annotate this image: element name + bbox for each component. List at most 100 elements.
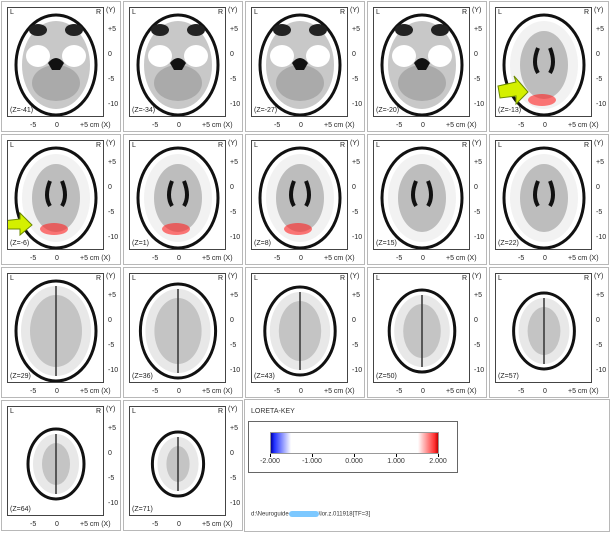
path-suffix: \lor.z.011918[TF=3] [318,511,371,518]
brain-slice-image [380,146,464,249]
brain-slice-image [150,430,206,498]
z-label: (Z=57) [498,373,519,380]
y-axis-label: (Y) [594,7,604,14]
x-tick: -5 [30,255,37,262]
y-tick: +5 [108,292,116,299]
x-tick: 0 [421,388,425,395]
slice-frame: L R (Z=29) [7,273,104,383]
brain-slice-image [14,13,98,116]
slice-frame: L R (Z=43) [251,273,348,383]
x-tick: -5 [396,388,403,395]
y-tick: 0 [108,184,112,191]
y-tick: -10 [108,234,119,241]
x-tick: +5 cm (X) [202,388,233,395]
y-axis-label: (Y) [228,140,238,147]
brain-slice-image [14,279,98,382]
y-tick: 0 [108,51,112,58]
y-tick: -5 [230,342,237,349]
activation-spot [528,94,556,106]
right-label: R [339,9,345,16]
slice-frame: L R (Z=-41) [7,7,104,117]
x-tick: 0 [177,255,181,262]
y-tick: +5 [108,159,116,166]
y-tick: 0 [474,51,478,58]
left-label: L [132,9,136,16]
left-label: L [254,142,258,149]
y-tick: +5 [352,292,360,299]
z-label: (Z=-41) [10,107,34,114]
slice-frame: L R (Z=-13) [495,7,592,117]
z-label: (Z=50) [376,373,397,380]
x-tick: 0 [299,255,303,262]
x-tick: 0 [299,388,303,395]
arrow-indicator [497,75,529,106]
y-axis-label: (Y) [472,7,482,14]
z-label: (Z=22) [498,240,519,247]
x-tick: 0 [421,255,425,262]
brain-slice-image [8,146,98,249]
y-tick: 0 [230,317,234,324]
right-label: R [339,275,345,282]
brain-slice-image [497,13,586,116]
x-tick: -5 [152,255,159,262]
scale-tick-label: -2.000 [260,458,280,465]
z-label: (Z=71) [132,506,153,513]
left-label: L [376,275,380,282]
activation-spot [162,223,190,235]
y-tick: +5 [352,159,360,166]
x-tick: +5 cm (X) [80,388,111,395]
brain-slice-image [136,146,220,249]
right-label: R [217,408,223,415]
y-axis-label: (Y) [228,7,238,14]
slice-frame: L R (Z=1) [129,140,226,250]
brain-slice-image [512,291,576,371]
y-axis-label: (Y) [228,273,238,280]
scale-tick [396,454,397,457]
y-axis-label: (Y) [472,273,482,280]
y-tick: 0 [352,51,356,58]
right-label: R [339,142,345,149]
x-tick: +5 cm (X) [202,122,233,129]
slice-frame: L R (Z=57) [495,273,592,383]
x-tick: 0 [177,122,181,129]
right-label: R [95,408,101,415]
y-tick: -10 [230,234,241,241]
y-tick: -10 [352,234,363,241]
x-tick: +5 cm (X) [324,122,355,129]
y-tick: -10 [352,101,363,108]
path-prefix: d:\Neuroguide [251,511,289,518]
y-tick: +5 [352,26,360,33]
redaction-mark [288,511,319,517]
x-tick: +5 cm (X) [80,255,111,262]
y-tick: +5 [596,26,604,33]
y-tick: -5 [108,209,115,216]
x-tick: +5 cm (X) [324,255,355,262]
right-label: R [461,9,467,16]
y-tick: -10 [596,101,607,108]
z-label: (Z=64) [10,506,31,513]
color-scale-bar [270,432,439,454]
y-tick: +5 [596,159,604,166]
y-tick: -5 [596,342,603,349]
y-tick: -5 [474,209,481,216]
x-tick: -5 [30,122,37,129]
x-tick: 0 [543,122,547,129]
x-tick: -5 [274,388,281,395]
x-tick: 0 [55,255,59,262]
y-tick: +5 [230,292,238,299]
y-tick: -10 [596,367,607,374]
x-tick: -5 [518,388,525,395]
right-label: R [95,9,101,16]
y-tick: 0 [596,317,600,324]
z-label: (Z=8) [254,240,271,247]
left-label: L [10,275,14,282]
brain-slice-image [387,288,457,374]
scale-tick [354,454,355,457]
y-axis-label: (Y) [106,140,116,147]
right-label: R [461,142,467,149]
y-tick: -5 [230,76,237,83]
brain-slice-image [258,146,342,249]
scale-tick [438,454,439,457]
